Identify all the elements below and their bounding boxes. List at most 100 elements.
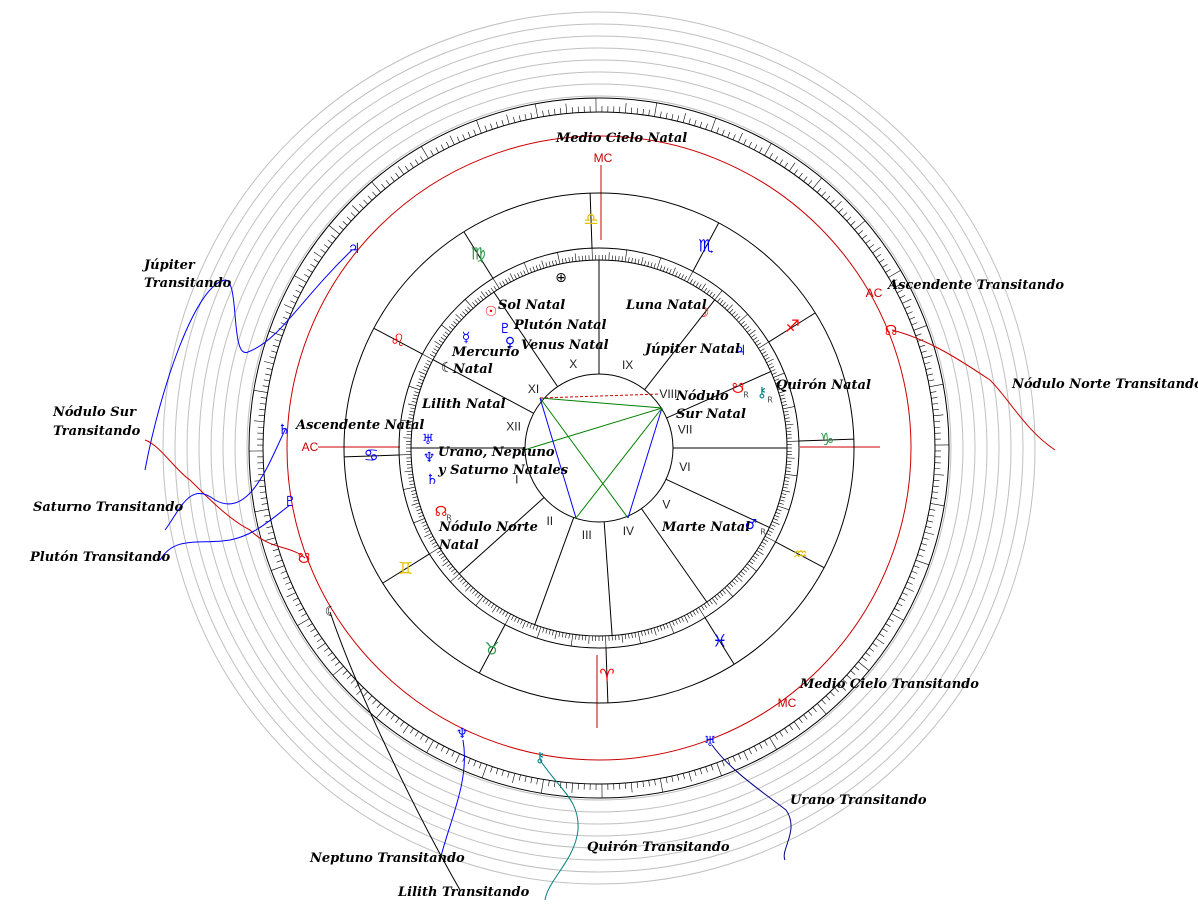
natal-tick	[759, 348, 765, 352]
transit-tick	[372, 191, 377, 197]
transit-tick	[926, 373, 933, 376]
transit-tick	[352, 205, 360, 213]
natal-tick	[535, 265, 539, 271]
transit-tick	[913, 565, 920, 569]
transit-tick	[435, 743, 439, 749]
transit-tick	[397, 166, 405, 175]
natal-neptune-icon: ♆	[423, 450, 436, 466]
transit-tick	[363, 199, 368, 205]
transit-tick	[280, 322, 287, 326]
retrograde-mark: R	[446, 514, 452, 523]
natal-tick	[462, 311, 467, 316]
transit-tick	[710, 764, 714, 771]
natal-tick	[517, 272, 520, 278]
natal-tick	[764, 535, 776, 543]
natal-tick	[431, 541, 437, 545]
ephemeris-curve	[164, 427, 287, 531]
natal-tick	[417, 381, 423, 384]
natal-tick	[771, 521, 780, 525]
transit-tick	[346, 216, 352, 222]
natal-tick	[717, 593, 721, 599]
natal-tick	[422, 353, 434, 361]
natal-tick	[418, 371, 427, 375]
transit-tick	[473, 129, 477, 136]
sign-boundary	[373, 327, 423, 355]
house-XI-number: XI	[528, 382, 539, 396]
transit-tick	[931, 497, 938, 499]
transit-tick	[501, 770, 504, 777]
natal-tick	[744, 566, 750, 570]
natal-tick	[770, 524, 776, 527]
natal-mars-icon: ♂	[745, 517, 758, 533]
transit-tick	[506, 114, 510, 125]
transit-tick	[636, 108, 639, 115]
transit-tick	[727, 131, 731, 138]
house-cusp	[458, 497, 545, 575]
guide-ring	[210, 59, 988, 837]
transit-tick	[933, 474, 944, 476]
transit-tick	[542, 110, 544, 117]
transit-tick	[913, 325, 927, 331]
natal-tick	[756, 342, 762, 346]
natal-tick	[438, 552, 444, 557]
transit-tick	[265, 537, 276, 541]
transit-tick	[654, 102, 658, 117]
transit-tick	[911, 322, 918, 326]
natal-tick	[430, 538, 435, 542]
transit-tick	[642, 108, 644, 115]
transit-tick	[507, 771, 510, 778]
natal-tick	[411, 493, 417, 495]
transit-tick	[710, 117, 717, 132]
natal-tick	[523, 270, 526, 276]
transit-tick	[648, 780, 650, 787]
transit-tick	[334, 661, 340, 666]
natal-tick	[706, 289, 710, 295]
natal-tick	[701, 605, 705, 611]
transit-tick	[298, 284, 304, 288]
transit-tick	[254, 508, 269, 513]
transit-tick	[367, 195, 373, 201]
natal-tick	[742, 323, 748, 328]
transit-tick	[688, 118, 691, 125]
transit-tick	[798, 717, 803, 724]
natal-tick	[545, 262, 548, 268]
transit-tick	[473, 760, 477, 767]
transit-tick	[904, 305, 911, 309]
transit-tick	[327, 239, 333, 244]
transit-tick	[381, 183, 386, 189]
natal-tick	[548, 261, 551, 267]
transit-tick	[331, 656, 337, 662]
transit-tick	[665, 777, 668, 784]
transit-tick	[409, 162, 414, 168]
natal-tick	[578, 634, 580, 640]
transit-tick	[865, 652, 871, 657]
retrograde-mark: R	[743, 391, 749, 400]
natal-tick	[780, 496, 786, 499]
transit-tick	[367, 695, 373, 701]
transit-tick	[294, 275, 307, 283]
transit-tick	[677, 774, 680, 781]
house-cusp	[644, 299, 716, 390]
natal-tick	[736, 316, 741, 321]
transit-tick	[481, 764, 488, 779]
natal-tick	[769, 366, 775, 369]
transit-tick	[784, 728, 789, 734]
transit-tick	[262, 385, 269, 388]
transit-pluto-icon: ♇	[284, 494, 297, 510]
transit-tick	[807, 710, 813, 716]
natal-sun-icon: ☉	[485, 304, 498, 320]
natal-tick	[692, 610, 696, 616]
aspect-line	[627, 407, 663, 519]
transit-tick	[478, 762, 482, 769]
natal-tick	[491, 605, 497, 613]
transit-tick	[430, 150, 434, 156]
natal-tick	[782, 406, 795, 410]
natal-tick	[742, 568, 748, 573]
house-XII-number: XII	[506, 420, 521, 434]
transit-tick	[554, 781, 556, 788]
natal-tick	[785, 420, 791, 423]
transit-tick	[260, 497, 267, 499]
transit-tick	[274, 339, 281, 342]
transit-tick	[266, 526, 273, 529]
transit-tick	[342, 670, 348, 675]
